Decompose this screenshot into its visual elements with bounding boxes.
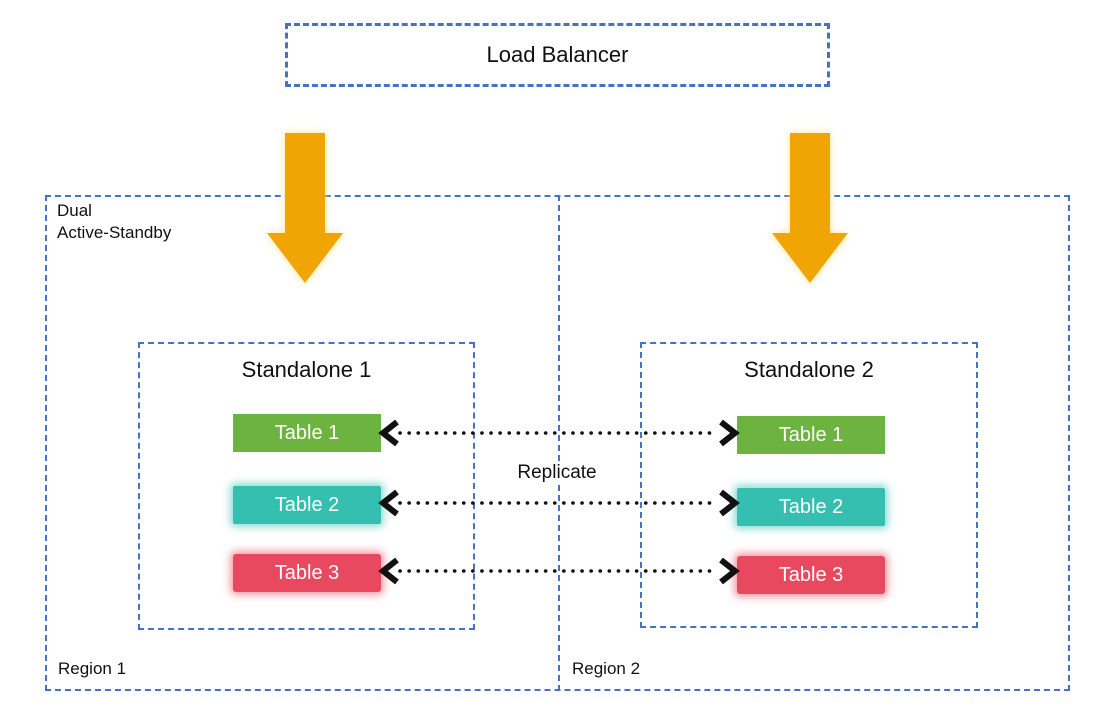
standalone-1-table-1: Table 1 [233,414,381,452]
region-1-label: Region 1 [58,659,127,678]
down-arrow-icon [772,133,848,283]
dual-active-standby-label: Dual Active-Standby [57,200,171,244]
dual-label-line2: Active-Standby [57,223,172,242]
standalone-2-table-3: Table 3 [737,556,885,594]
standalone-2-table-2: Table 2 [737,488,885,526]
load-balancer-label: Load Balancer [486,42,629,67]
standalone-1-table-2: Table 2 [233,486,381,524]
region-divider-line [558,195,560,691]
region-2-label: Region 2 [572,659,641,678]
standalone-1-title: Standalone 1 [241,357,372,382]
double-headed-dotted-arrow-icon [378,419,740,585]
standalone-1-box: Standalone 1 Table 1 Table 2 Table 3 [138,342,475,630]
load-balancer-box: Load Balancer [285,23,830,87]
standalone-2-table-1: Table 1 [737,416,885,454]
standalone-1-table-3: Table 3 [233,554,381,592]
standalone-2-box: Standalone 2 Table 1 Table 2 Table 3 [640,342,978,628]
dual-label-line1: Dual [57,201,92,220]
standalone-2-title: Standalone 2 [744,357,874,382]
down-arrow-icon [267,133,343,283]
dual-active-standby-container [45,195,1070,691]
replicate-label: Replicate [495,461,619,485]
